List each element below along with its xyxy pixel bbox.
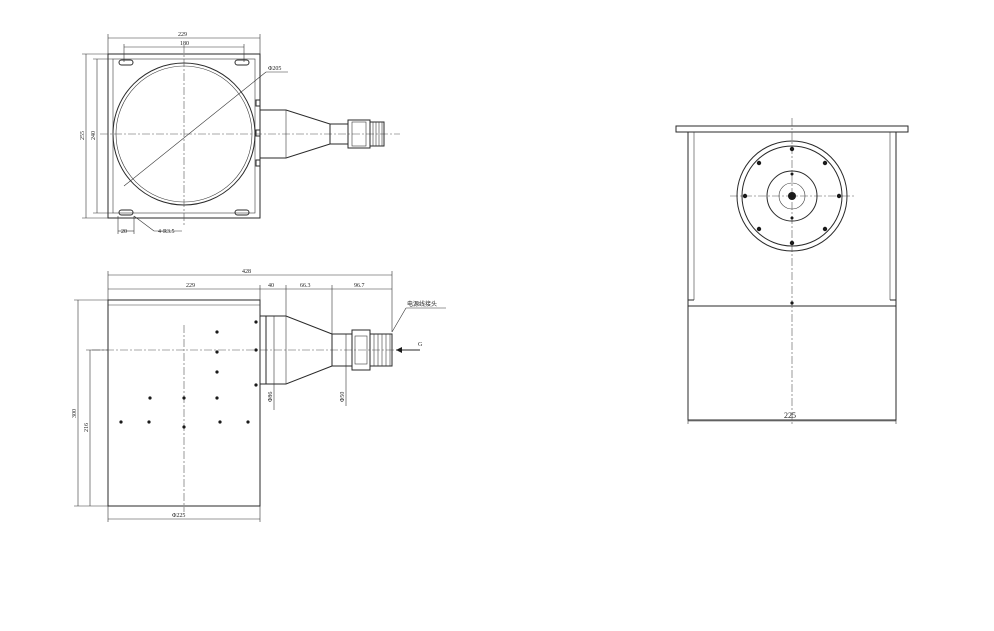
side-dim-66: 66.3 [300, 283, 311, 289]
top-dim-229: 229 [178, 32, 187, 38]
side-dim-216: 216 [84, 423, 90, 432]
top-dim-180: 180 [180, 41, 189, 47]
side-nozzle [259, 315, 393, 385]
top-dim-255: 255 [80, 131, 86, 140]
side-bolt-holes [119, 320, 258, 429]
top-dim-holes: 4-R3.5 [158, 229, 175, 235]
top-nozzle [260, 109, 385, 159]
top-dim-dia: Φ205 [268, 66, 281, 72]
side-power-label: 电源线接头 [407, 300, 437, 308]
side-dim-cone: Φ86 [268, 392, 274, 402]
side-dim-300: 300 [72, 409, 78, 418]
side-dim-40: 40 [268, 283, 274, 289]
end-dim-225: 225 [784, 411, 796, 420]
side-dim-neck: Φ50 [340, 392, 346, 402]
side-arrow-label: G [418, 342, 423, 348]
side-dim-428: 428 [242, 269, 251, 275]
side-box [107, 299, 261, 507]
side-dim-base: Φ225 [172, 513, 185, 519]
end-flange-circles [736, 140, 848, 305]
top-slots [118, 59, 250, 216]
top-view: 229 180 Φ205 255 240 20 4-R3.5 [80, 32, 400, 235]
end-view: 225 [675, 118, 909, 424]
top-dim-20: 20 [121, 229, 127, 235]
side-view: 428 229 40 66.3 96.7 300 216 Φ225 Φ86 Φ5… [72, 269, 446, 522]
top-dim-240: 240 [91, 131, 97, 140]
side-dim-96: 96.7 [354, 283, 365, 289]
side-dim-229: 229 [186, 283, 195, 289]
